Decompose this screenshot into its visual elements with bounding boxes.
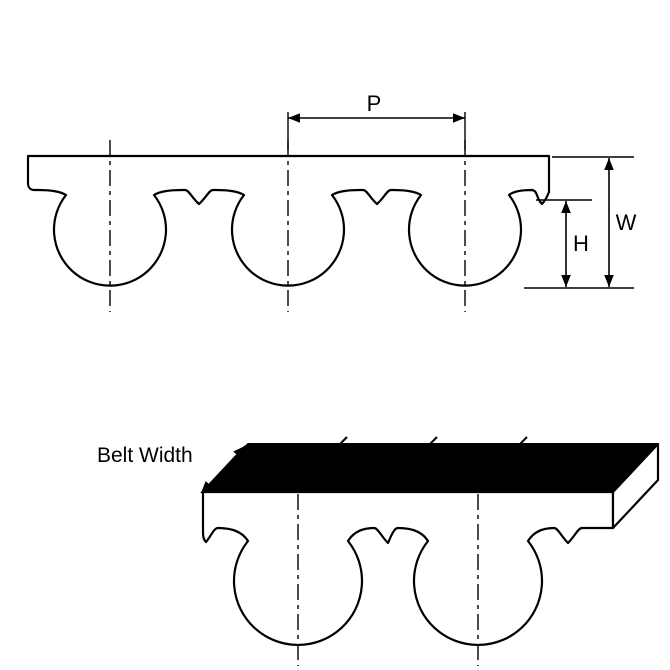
width-label: W [616, 210, 637, 235]
belt-profile-outline [26, 154, 551, 287]
width-dimension: W [524, 156, 637, 289]
pitch-dimension: P [287, 91, 466, 150]
height-dimension: H [536, 199, 592, 287]
belt-3d-end-face [611, 442, 660, 530]
belt-profile-view: P W H [26, 91, 637, 312]
belt-width-label: Belt Width [97, 444, 193, 467]
height-label: H [573, 231, 589, 256]
belt-width-arrow [200, 445, 246, 494]
top-face-tooth-ticks [339, 436, 528, 445]
pitch-label: P [367, 91, 382, 116]
top-face-tick [339, 436, 348, 445]
top-face-tick [429, 436, 438, 445]
top-face-tick [519, 436, 528, 445]
belt-width-callout: Belt Width [97, 444, 246, 494]
belt-3d-top-face [202, 443, 659, 493]
belt-3d-front-profile [201, 490, 615, 647]
belt-3d-view: Belt Width [97, 436, 660, 666]
